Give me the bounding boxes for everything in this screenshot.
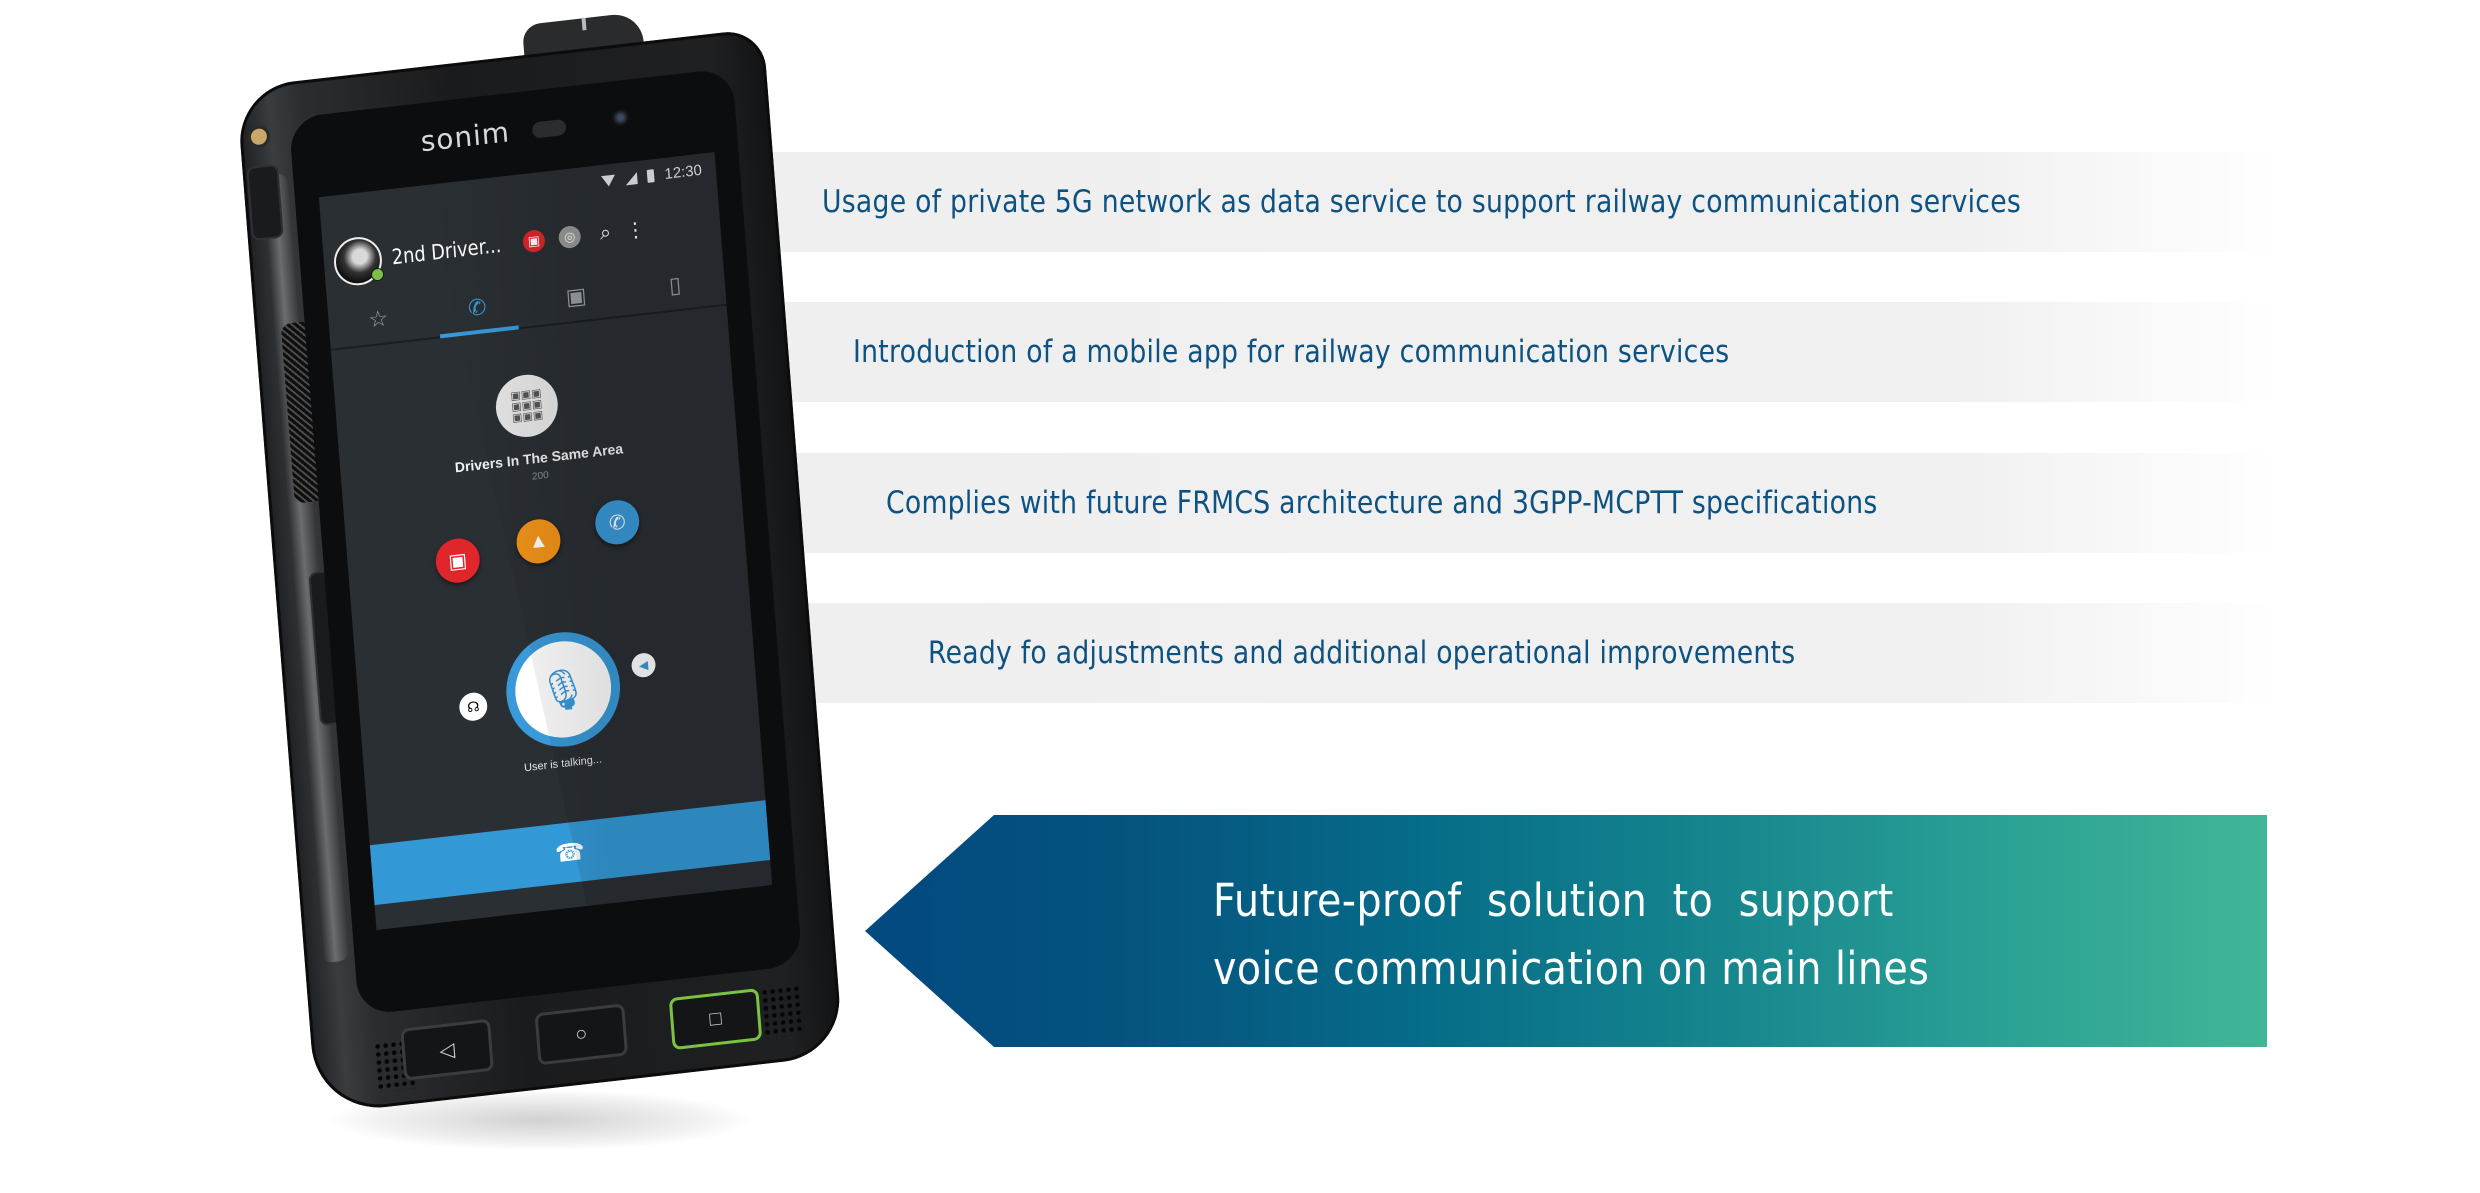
feature-text-2: Introduction of a mobile app for railway… [853,334,1872,370]
feature-text-4: Ready fo adjustments and additional oper… [928,635,1937,671]
headphones-icon: ☊ [466,697,481,715]
status-bar: 12:30 [601,161,703,190]
train-icon: ▣ [447,549,469,574]
tab-favorites[interactable]: ☆ [327,290,430,349]
star-icon: ☆ [367,305,390,333]
clock: 12:30 [663,161,703,183]
tab-sim[interactable]: ▯ [624,256,727,315]
back-icon: ◁ [438,1038,456,1063]
power-button [246,163,284,242]
feature-label: Complies with future FRMCS architecture … [886,485,1878,521]
feature-text-3: Complies with future FRMCS architecture … [886,485,2039,521]
end-call-button[interactable]: ☎ [369,800,771,906]
contacts-icon: ▣ [564,282,588,310]
train-badge-icon[interactable]: ▣ [522,228,546,254]
search-icon[interactable]: ⌕ [599,220,612,245]
home-icon: ○ [574,1022,589,1046]
feature-label: Ready fo adjustments and additional oper… [928,635,1796,671]
online-status-icon [370,267,385,282]
feature-bar-4: Ready fo adjustments and additional oper… [640,603,2280,703]
tab-calls[interactable]: ✆ [426,278,529,337]
back-button[interactable]: ◁ [400,1018,494,1081]
feature-bar-2: Introduction of a mobile app for railway… [640,302,2280,402]
speaker-button[interactable]: ◀ [630,651,657,679]
phone-screen: 12:30 2nd Driver... ▣ ◎ ⌕ ⋮ ☆ ✆ ▣ ▯ ▣▣▣▣… [318,152,773,930]
feature-label: Usage of private 5G network as data serv… [822,184,2022,220]
group-badge-icon[interactable]: ◎ [557,224,582,250]
banner-line-1: Future-proof solution to support [1213,874,1894,927]
feature-bar-3: Complies with future FRMCS architecture … [640,453,2280,553]
call-button[interactable]: ✆ [593,497,641,547]
phone-icon: ✆ [608,510,627,535]
home-button[interactable]: ○ [534,1003,629,1066]
feature-text-1: Usage of private 5G network as data serv… [822,184,2216,220]
push-to-talk-button[interactable]: 🎙 [502,626,625,753]
banner-text: Future-proof solution to support voice c… [1213,867,2027,1003]
more-menu-icon[interactable]: ⋮ [624,217,647,243]
tab-contacts[interactable]: ▣ [525,267,628,326]
alert-button[interactable]: ▲ [514,516,563,566]
feature-label: Introduction of a mobile app for railway… [853,334,1730,370]
microphone-icon: 🎙 [536,665,591,715]
speaker-icon: ◀ [638,657,649,673]
emergency-train-button[interactable]: ▣ [434,536,482,586]
phone-icon: ✆ [467,293,488,321]
battery-icon [647,169,656,183]
summary-banner: Future-proof solution to support voice c… [865,815,2267,1047]
sim-icon: ▯ [668,271,683,299]
rugged-phone: sonim 12:30 2nd Driver... ▣ ◎ ⌕ ⋮ ☆ ✆ ▣ … [236,11,844,1115]
header-title: 2nd Driver... [390,232,503,270]
recents-button[interactable]: □ [668,988,763,1051]
hang-up-icon: ☎ [554,837,586,868]
avatar[interactable] [332,234,385,288]
wifi-icon [601,174,617,188]
headset-button[interactable]: ☊ [458,691,489,723]
recents-icon: □ [708,1006,723,1031]
banner-line-2: voice communication on main lines [1213,942,1930,995]
feature-bar-1: Usage of private 5G network as data serv… [640,152,2280,252]
group-trains-icon: ▣▣▣▣▣▣▣▣▣ [493,371,561,441]
warning-icon: ▲ [527,528,550,553]
signal-icon [625,171,639,185]
